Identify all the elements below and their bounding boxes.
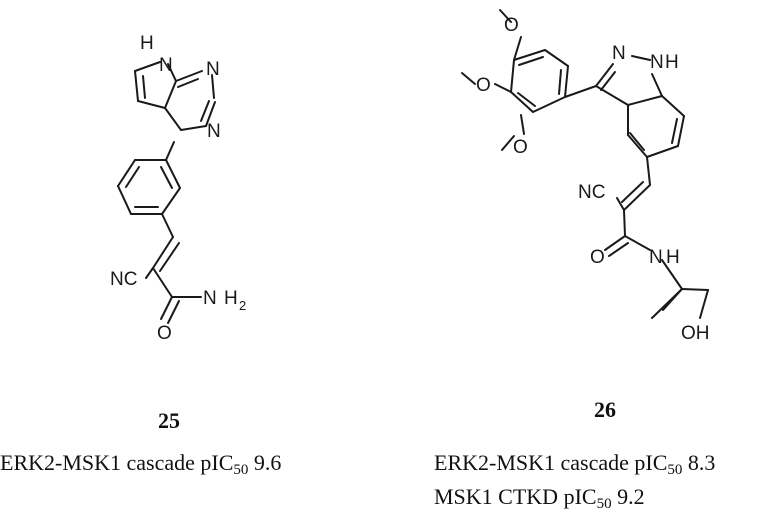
activity-caption: ERK2-MSK1 cascade pIC50 8.3 [434,450,716,478]
n-atom: N [159,55,173,76]
nitrile-label: NC [578,182,605,203]
nh-atom: H [140,33,154,54]
h-atom: H [665,52,679,73]
caption-text: ERK2-MSK1 cascade pIC [0,450,234,475]
amide-n-atom: N [649,247,663,268]
caption-text: ERK2-MSK1 cascade pIC [434,450,668,475]
hydroxyl-label: OH [681,323,710,344]
oxygen-atom: O [157,323,172,344]
oxygen-atom: O [513,137,528,158]
caption-value: 8.3 [682,450,716,475]
caption-text: MSK1 CTKD pIC [434,484,597,509]
caption-value: 9.6 [248,450,282,475]
compound-26-structure: O O O N N H NC O N H OH [461,9,710,344]
amide-h-atom: H [666,247,680,268]
compound-number: 26 [594,397,616,422]
n-atom: N [650,52,664,73]
oxygen-atom: O [504,15,519,36]
amine-n-atom: N [203,288,217,309]
n-atom: N [207,121,221,142]
caption-subscript: 50 [596,496,612,512]
compound-number: 25 [158,408,180,433]
activity-caption: ERK2-MSK1 cascade pIC50 9.6 [0,450,282,478]
activity-caption: MSK1 CTKD pIC50 9.2 [434,484,645,512]
oxygen-atom: O [476,75,491,96]
caption-value: 9.2 [611,484,645,509]
caption-subscript: 50 [233,462,249,478]
amine-h-atom: H [224,288,238,309]
oxygen-atom: O [590,247,605,268]
n-atom: N [206,59,220,80]
amine-subscript: 2 [239,298,246,313]
compound-25-structure: H N N N NC O N H 2 [110,33,246,344]
nitrile-label: NC [110,269,137,290]
caption-subscript: 50 [667,462,683,478]
n-atom: N [612,43,626,64]
